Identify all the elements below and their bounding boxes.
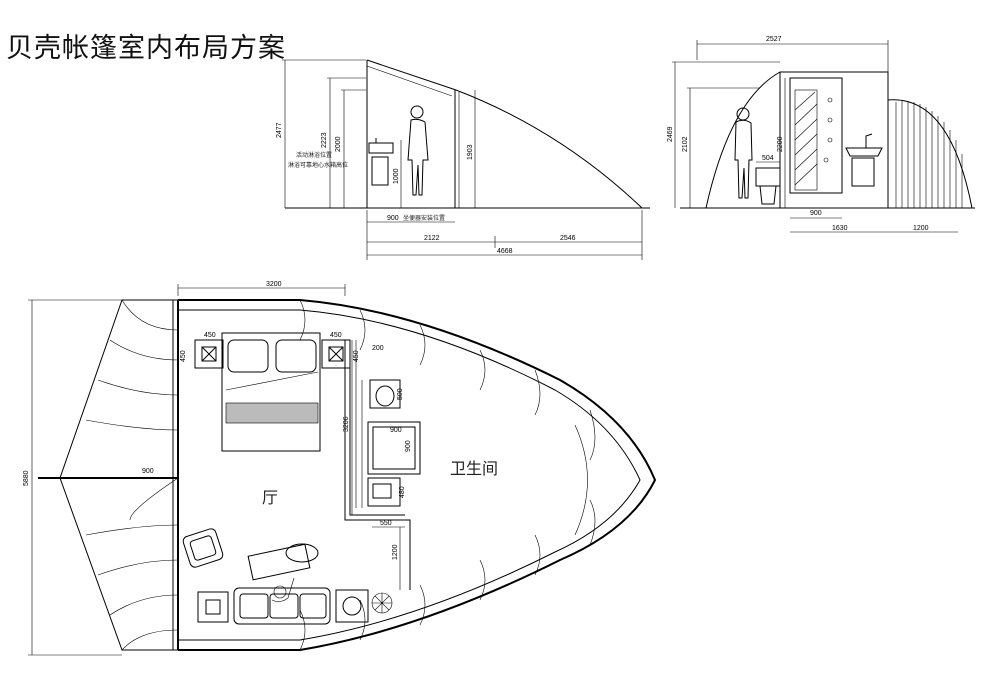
shell-stripes [895,101,963,208]
dim-450-d: 450 [353,350,360,362]
room-label-bathroom: 卫生间 [450,459,498,478]
front-section: 2527 2469 2102 2200 504 900 1630 1200 [667,36,975,233]
dim-height-1903: 1903 [467,144,474,160]
dim-500: 500 [397,388,404,400]
note-shower: 活动淋浴位置 [296,151,332,159]
dim-2527: 2527 [766,36,782,43]
side-table-right [335,589,369,623]
sofa [233,587,331,625]
shower-tray [367,421,421,475]
dim-450-a: 450 [204,332,216,339]
side-section: 2477 2223 2000 1000 1903 900 2122 2546 4… [276,59,650,260]
dim-height-2223: 2223 [321,132,328,148]
dim-2102: 2102 [682,136,689,152]
dim-1630: 1630 [832,225,848,232]
dim-5880: 5880 [23,470,30,486]
person-figure [407,105,429,196]
room-label-living: 厅 [262,488,278,507]
nightstand-right [321,339,351,369]
note-toilet: 坐便器安装位置 [403,214,445,222]
dim-1200: 1200 [392,544,399,560]
toilet-outline [755,167,781,205]
dim-480: 480 [399,486,406,498]
dim-2546: 2546 [560,235,576,242]
dim-3200: 3200 [266,281,282,288]
dim-450-b: 450 [180,350,187,362]
floor-plan: 3200 5880 900 450 450 450 450 3206 200 5… [23,281,657,656]
dim-200: 200 [372,345,384,352]
washbasin [367,477,401,507]
armchair [182,528,224,568]
dim-4668: 4668 [497,248,513,255]
dim-1200-front: 1200 [913,225,929,232]
note-water-tank: 淋浴可靠地心水箱高位 [288,161,348,169]
bed [221,332,321,452]
person-sofa [271,577,295,602]
dim-550: 550 [380,520,392,527]
person-figure-front [734,107,753,199]
dim-900-front: 900 [810,210,822,217]
coffee-table [247,543,319,581]
dim-2122: 2122 [424,235,440,242]
sink-front [845,133,883,187]
dim-height-2477: 2477 [276,122,283,138]
dim-2200: 2200 [777,136,784,152]
nightstand-left [194,339,224,369]
dim-2469: 2469 [667,126,674,142]
awning-lines [85,299,179,651]
dim-900-awning: 900 [142,468,154,475]
dim-900-shower-h: 900 [405,440,412,452]
shower-nozzles [823,97,833,163]
dim-3206: 3206 [343,416,350,432]
toilet-plan [369,379,401,409]
sink-outline [368,138,394,186]
dim-900-shower-w: 900 [390,427,402,434]
plant-icon [371,592,393,614]
dim-450-c: 450 [330,332,342,339]
dim-504: 504 [762,155,774,162]
dim-height-2000: 2000 [335,136,342,152]
shell-ribs [299,299,596,651]
side-table-left [197,591,229,623]
page-title: 贝壳帐篷室内布局方案 [6,33,286,64]
dim-900: 900 [387,215,399,222]
dim-height-1000: 1000 [393,168,400,184]
